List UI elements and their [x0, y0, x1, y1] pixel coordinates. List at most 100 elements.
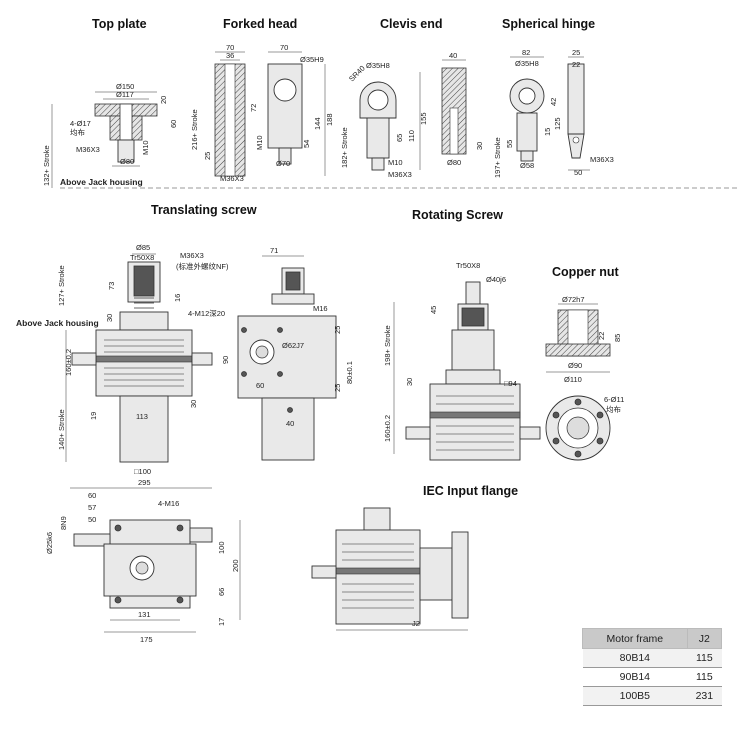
top-plate-drawing: Ø150 Ø117 Ø80 4-Ø17 均布 M36X3 M10 20 60 1…	[42, 82, 740, 189]
dim-trans-m36: M36X3	[180, 251, 204, 260]
dim-clevis-h65: 65	[395, 134, 404, 142]
dim-side-h80: 80±0.1	[345, 361, 354, 384]
dim-plan-h100: 100	[217, 541, 226, 554]
dim-plan-w60: 60	[88, 491, 96, 500]
table-cell-j2: 231	[687, 686, 722, 706]
dim-plan-w50: 50	[88, 515, 96, 524]
iec-flange-drawing: J2	[311, 507, 469, 631]
dim-forked-w70: 70	[226, 43, 234, 52]
table-cell-frame: 90B14	[582, 667, 688, 687]
dim-top-plate-stroke: 132+ Stroke	[42, 145, 51, 186]
copper-nut-drawing: Ø72h7 22 85 Ø90 Ø110 6-Ø11 均布	[545, 295, 624, 461]
title-rotating-screw: Rotating Screw	[412, 208, 503, 222]
plan-view-drawing: 295 60 57 50 4-M16 8N9 Ø25k6 100 200 66 …	[45, 478, 241, 644]
dim-rot-tr: Tr50X8	[456, 261, 480, 270]
forked-head-drawing: 70 36 70 Ø35H9 Ø70 72 188 144 54 25 M10 …	[190, 43, 334, 183]
dim-plan-h66: 66	[217, 588, 226, 596]
dim-forked-h144: 144	[313, 117, 322, 130]
dim-iec-j2: J2	[412, 619, 420, 628]
dim-top-plate-h60: 60	[169, 120, 178, 128]
title-clevis-end: Clevis end	[380, 17, 443, 31]
dim-top-plate-d80: Ø80	[120, 157, 134, 166]
dim-rot-sq94: □94	[504, 379, 517, 388]
dim-plan-shaft: Ø25k6	[45, 532, 54, 554]
dim-nut-holes-note: 均布	[606, 404, 621, 414]
translating-screw-side-drawing: 71 M16 4-M12深20 Ø62J7 90 60 25 25 80±0.1…	[188, 246, 354, 461]
dim-forked-w70b: 70	[280, 43, 288, 52]
dim-trans-d85: Ø85	[136, 243, 150, 252]
dim-forked-h72: 72	[249, 104, 258, 112]
dim-forked-thread: M36X3	[220, 174, 244, 183]
dim-hinge-d35: Ø35H8	[515, 59, 539, 68]
dim-trans-sq100: □100	[134, 467, 151, 476]
table-header-j2: J2	[686, 628, 723, 649]
dim-side-w40: 40	[286, 419, 294, 428]
dim-trans-stroke-top: 127+ Stroke	[57, 265, 66, 306]
rotating-screw-drawing: Tr50X8 Ø40j6 45 30 □94 160±0.2 198+ Stro…	[383, 261, 541, 461]
dim-hinge-w50: 50	[574, 168, 582, 177]
dim-side-m16: M16	[313, 304, 328, 313]
dim-rot-stroke: 198+ Stroke	[383, 325, 392, 366]
dim-side-h90: 90	[221, 356, 230, 364]
dim-forked-h25: 25	[203, 152, 212, 160]
dim-hinge-w22: 22	[572, 60, 580, 69]
dim-hinge-h125: 125	[553, 117, 562, 130]
dim-rot-h45: 45	[429, 306, 438, 314]
dim-forked-w36: 36	[226, 51, 234, 60]
dim-hinge-h55: 55	[505, 140, 514, 148]
dim-trans-w113: 113	[136, 412, 148, 421]
dim-plan-w175: 175	[140, 635, 153, 644]
dim-hinge-h15: 15	[543, 128, 552, 136]
dim-nut-d110: Ø110	[564, 375, 582, 384]
dim-trans-h19: 19	[89, 412, 98, 420]
dim-nut-d72: Ø72h7	[562, 295, 585, 304]
dim-clevis-h30: 30	[475, 142, 484, 150]
dim-side-holes: 4-M12深20	[188, 309, 225, 318]
dim-side-h25a: 25	[333, 326, 342, 334]
dim-nut-h22: 22	[597, 332, 606, 340]
dim-forked-h188: 188	[325, 113, 334, 126]
dim-plan-w57: 57	[88, 503, 96, 512]
dim-side-w60: 60	[256, 381, 264, 390]
title-spherical-hinge: Spherical hinge	[502, 17, 595, 31]
dim-top-plate-holes-note: 均布	[70, 127, 85, 137]
table-header-motor-frame: Motor frame	[582, 628, 688, 649]
spherical-hinge-drawing: 82 Ø35H8 25 22 42 125 15 55 Ø58 M36X3 50…	[493, 48, 614, 178]
dim-trans-h30b: 30	[189, 400, 198, 408]
dim-clevis-d80: Ø80	[447, 158, 461, 167]
title-copper-nut: Copper nut	[552, 265, 619, 279]
dim-clevis-h110: 110	[407, 130, 416, 142]
table-cell-j2: 115	[687, 648, 722, 668]
table-cell-frame: 80B14	[582, 648, 688, 668]
dim-forked-m10: M10	[255, 135, 264, 150]
clevis-end-drawing: Ø35H8 SR40 40 65 110 155 30 M10 M36X3 Ø8…	[340, 51, 484, 179]
dim-plan-h17: 17	[217, 618, 226, 626]
table-row: 100B5 231	[582, 686, 722, 706]
dim-side-w71: 71	[270, 246, 278, 255]
dim-clevis-sr40: SR40	[347, 64, 367, 84]
motor-frame-table: Motor frame J2 80B14 115 90B14 115 100B5…	[582, 628, 723, 706]
dim-forked-stroke: 216+ Stroke	[190, 109, 199, 150]
dim-side-h25b: 25	[333, 384, 342, 392]
dim-trans-h30: 30	[105, 314, 114, 322]
dim-nut-holes: 6-Ø11	[604, 395, 624, 404]
dim-top-plate-d117: Ø117	[116, 90, 134, 99]
dim-hinge-d58: Ø58	[520, 161, 534, 170]
dim-hinge-h42: 42	[549, 98, 558, 106]
dim-trans-h16: 16	[173, 294, 182, 302]
dim-plan-m16: 4-M16	[158, 499, 179, 508]
table-row: 80B14 115	[582, 648, 722, 668]
table-cell-frame: 100B5	[582, 686, 688, 706]
dim-top-plate-thread: M36X3	[76, 145, 100, 154]
dim-nut-h85: 85	[613, 334, 622, 342]
dim-trans-h160: 160±0.2	[64, 349, 73, 376]
dim-trans-h73: 73	[107, 282, 116, 290]
dim-hinge-w25: 25	[572, 48, 580, 57]
dim-hinge-thread: M36X3	[590, 155, 614, 164]
dim-plan-w295: 295	[138, 478, 151, 487]
dim-rot-h30: 30	[405, 378, 414, 386]
label-trans-above-housing: Above Jack housing	[16, 318, 99, 328]
dim-clevis-stroke: 182+ Stroke	[340, 127, 349, 168]
dim-top-plate-holes: 4-Ø17	[70, 119, 91, 128]
